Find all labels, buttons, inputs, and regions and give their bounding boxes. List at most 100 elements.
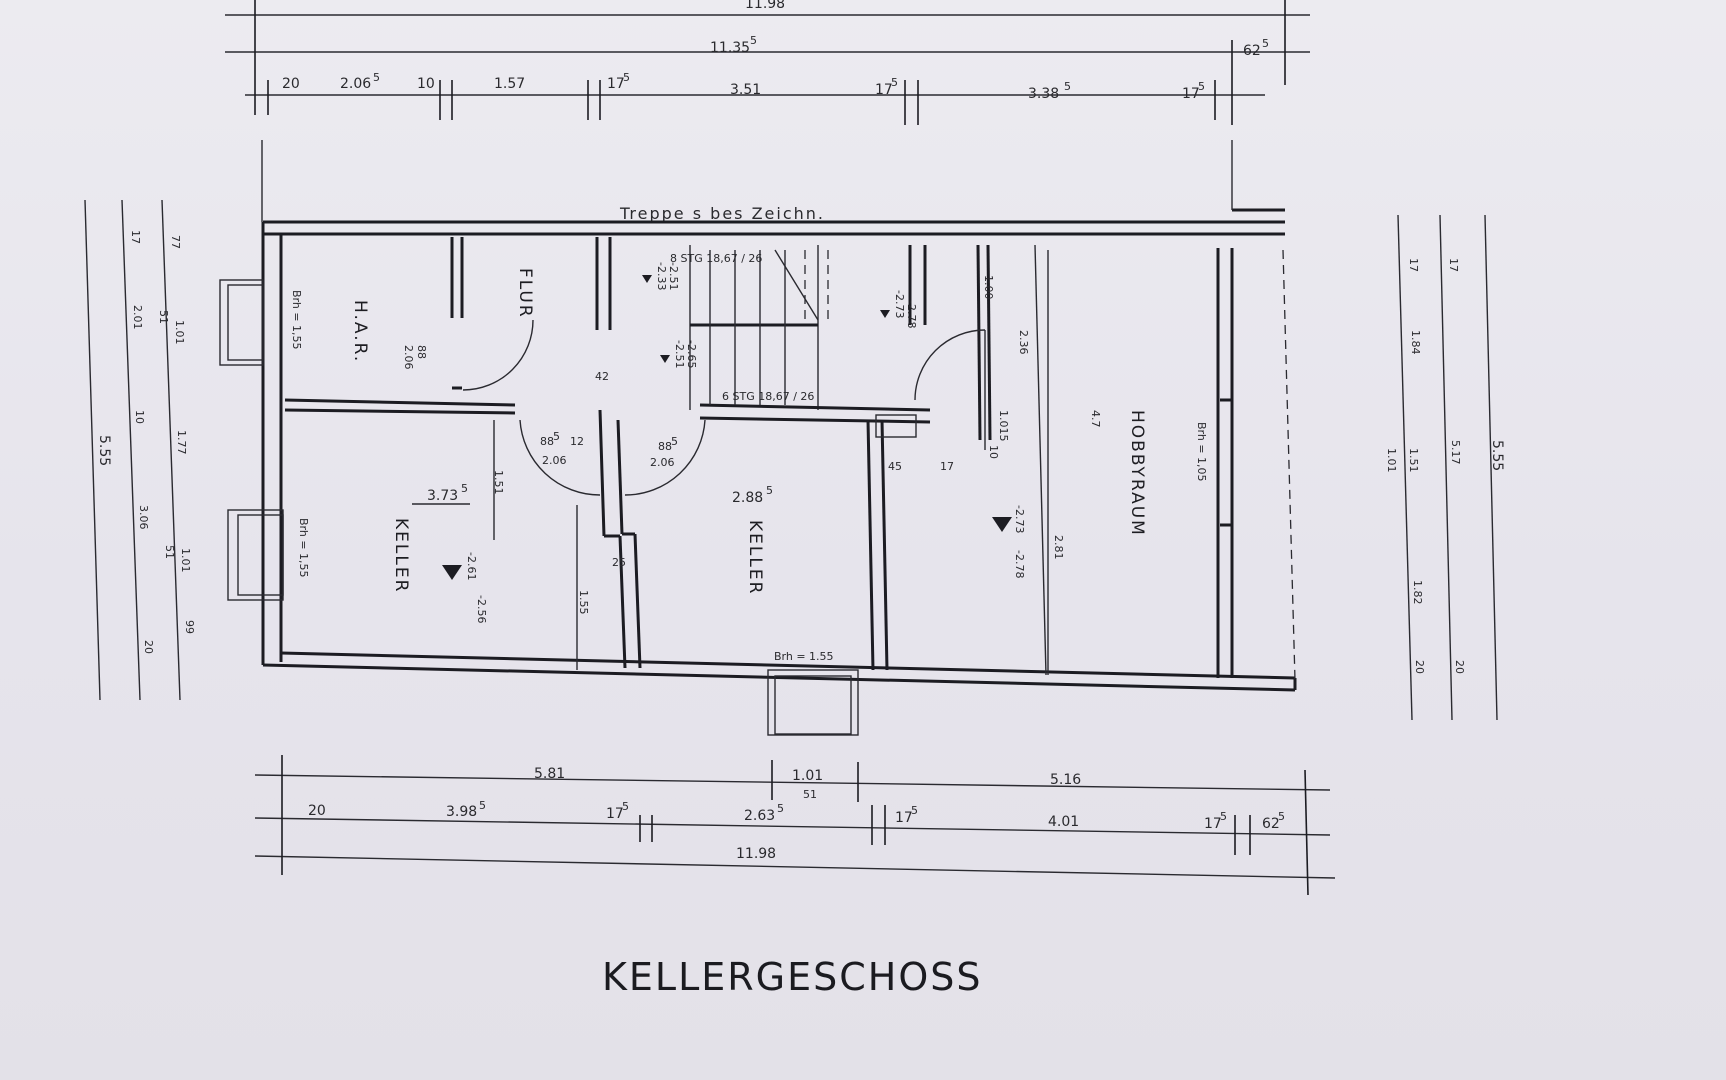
interior-dim: 1.015 [997,410,1010,442]
level-value: -2.73 [1013,505,1026,533]
bottom-row2-dim: 3.98 [446,804,477,820]
top-row-dim: 2.06 [340,76,371,92]
top-row-dim: 20 [282,76,300,92]
interior-dim: 42 [595,370,609,383]
right-inner-dim: 17 [1407,258,1420,272]
top-right-offset-sup: 5 [1262,37,1269,50]
bottom-row2-sup: 5 [1220,810,1227,823]
bottom-row1-dim: 1.01 [792,768,823,784]
room-label-flur: FLUR [515,268,535,319]
top-dimension-chains: 11.98 11.35 5 62 5 20 2.06 5 10 1.57 17 … [225,0,1310,125]
bottom-row2-dim: 62 [1262,816,1280,832]
top-row-dim: 17 [1182,86,1200,102]
level-value: -2.78 [1013,550,1026,578]
interior-dim-sup: 5 [553,430,560,443]
bottom-row1-sub: 51 [803,788,817,801]
sill-height-hobby: Brh = 1,05 [1195,422,1208,482]
sill-height-keller-left: Brh = 1,55 [297,518,310,578]
interior-dim: 2.81 [1052,535,1065,560]
interior-dim: 88 [415,345,428,359]
bottom-row2-sup: 5 [1278,810,1285,823]
left-mid-dim: 2.01 [131,305,144,330]
top-row-dim-sup: 5 [891,76,898,89]
window-har [219,279,264,366]
top-row-dim-sup: 5 [1198,80,1205,93]
left-inner-dim: 1.77 [175,430,188,455]
top-row-dim-sup: 5 [1064,80,1071,93]
stair-note: Treppe s bes Zeichn. [619,204,825,223]
level-markers: -2.33 -2.51 -2.51 -2.65 -2.73 -2.78 -2.6… [442,262,1026,623]
interior-dim: 45 [888,460,902,473]
left-inner-dim: 77 [169,235,182,249]
bottom-overall-dim: 11.98 [736,846,776,862]
level-value: -2.61 [465,552,478,580]
level-marker-icon [992,517,1012,532]
door-swing-keller-mid [624,419,706,496]
right-mid-dim: 20 [1453,660,1466,674]
left-mid-dim: 17 [129,230,142,244]
room-label-keller-left: KELLER [391,518,411,593]
left-mid-dim: 10 [133,410,146,424]
interior-dim: 2.06 [650,456,675,469]
left-inner-dim: 51 [163,545,176,559]
right-inner-dim: 1.01 [1385,448,1398,473]
top-right-offset: 62 [1243,43,1261,59]
interior-dim: 2.88 [732,490,763,506]
level-marker-icon [660,355,670,363]
bottom-row2-sup: 5 [777,802,784,815]
sill-height-keller-mid: Brh = 1.55 [774,650,834,663]
interior-dim: 88 [540,435,554,448]
interior-dim: 2.06 [402,345,415,370]
interior-dim-sup: 5 [461,482,468,495]
bottom-row2-dim: 17 [1204,816,1222,832]
right-dimension-chains: 5.55 17 5.17 20 17 1.84 1.01 1.51 1.82 2… [1385,214,1505,721]
level-value: -2.51 [673,340,686,368]
interior-dim: 12 [570,435,584,448]
room-label-har: H.A.R. [350,300,370,363]
left-outer-dim: 5.55 [96,435,112,466]
bottom-row2-sup: 5 [911,804,918,817]
top-row-dim-sup: 5 [373,71,380,84]
window-keller-left [227,509,284,601]
level-value: -2.73 [893,290,906,318]
window-keller-mid [767,669,859,736]
left-inner-dim: 51 [157,310,170,324]
stair-treads [709,249,829,405]
right-inner-dim: 1.51 [1407,448,1420,473]
right-inner-dim: 20 [1413,660,1426,674]
top-overall-dim-b: 11.35 [710,40,750,56]
interior-dimensions: 3.73 5 2.88 5 88 5 2.06 88 5 2.06 88 2.0… [402,250,1102,675]
top-overall-dim-b-sup: 5 [750,34,757,47]
level-value: -2.33 [655,262,668,290]
level-marker-icon [442,565,462,580]
bottom-row2-sup: 5 [622,800,629,813]
top-overall-dim-a: 11.98 [745,0,785,12]
sill-height-har: Brh = 1,55 [290,290,303,350]
top-row-dim: 10 [417,76,435,92]
left-mid-dim: 3.06 [137,505,150,530]
left-mid-dim: 20 [142,640,155,654]
interior-dim: 3.73 [427,488,458,504]
interior-dim: 10 [987,445,1000,459]
level-marker-icon [642,275,652,283]
top-row-dim: 3.38 [1028,86,1059,102]
room-label-keller-mid: KELLER [745,520,765,595]
right-inner-dim: 1.82 [1411,580,1424,605]
building-walls [219,140,1297,736]
door-swing-hobby [914,329,986,401]
interior-dim: 2.06 [542,454,567,467]
top-row-dim: 1.57 [494,76,525,92]
stair-label-upper: 8 STG 18,67 / 26 [670,252,762,265]
interior-dim: 88 [658,440,672,453]
bottom-row2-dim: 20 [308,803,326,819]
level-value: -2.78 [905,300,918,328]
bottom-row1-dim: 5.16 [1050,772,1081,788]
top-row-dim: 3.51 [730,82,761,98]
interior-dim-sup: 5 [671,435,678,448]
level-marker-icon [880,310,890,318]
top-row-dim: 17 [875,82,893,98]
room-label-hobbyraum: HOBBYRAUM [1127,410,1147,537]
level-value: -2.56 [475,595,488,623]
